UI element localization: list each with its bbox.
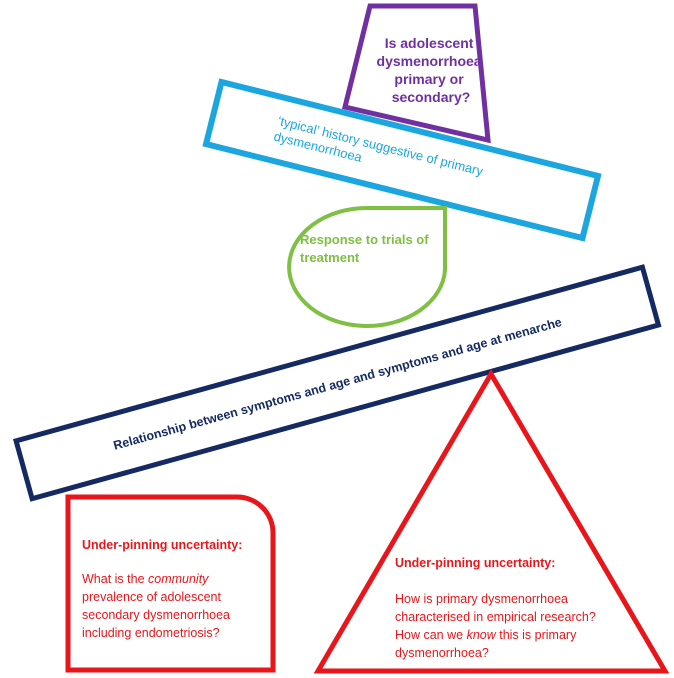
typical-history-text: ‘typical’ history suggestive of primary … [272, 113, 488, 195]
relationship-box: Relationship between symptoms and age an… [12, 264, 662, 502]
uncertainty-box-left-border [65, 494, 276, 673]
trapezoid-shape [341, 3, 491, 144]
left-box-body: What is the community prevalence of adol… [82, 572, 233, 640]
relationship-box-border [12, 264, 662, 502]
question-trapezoid: Is adolescent dysmenorrhoea primary or s… [341, 3, 491, 144]
trapezoid-text: Is adolescent dysmenorrhoea primary or s… [377, 35, 486, 105]
response-teardrop: Response to trials of treatment [287, 206, 447, 328]
typical-history-box: ‘typical’ history suggestive of primary … [202, 78, 602, 242]
triangle-body: How is primary dysmenorrhoea characteris… [395, 592, 599, 660]
uncertainty-triangle: Under-pinning uncertainty: How is primar… [313, 369, 670, 674]
triangle-heading: Under-pinning uncertainty: [395, 556, 555, 570]
teardrop-shape [287, 206, 447, 328]
triangle-shape [313, 369, 670, 674]
uncertainty-box-left: Under-pinning uncertainty: What is the c… [65, 494, 276, 673]
teardrop-text: Response to trials of treatment [300, 232, 432, 265]
typical-history-box-border [202, 78, 602, 242]
left-box-heading: Under-pinning uncertainty: [82, 538, 242, 552]
